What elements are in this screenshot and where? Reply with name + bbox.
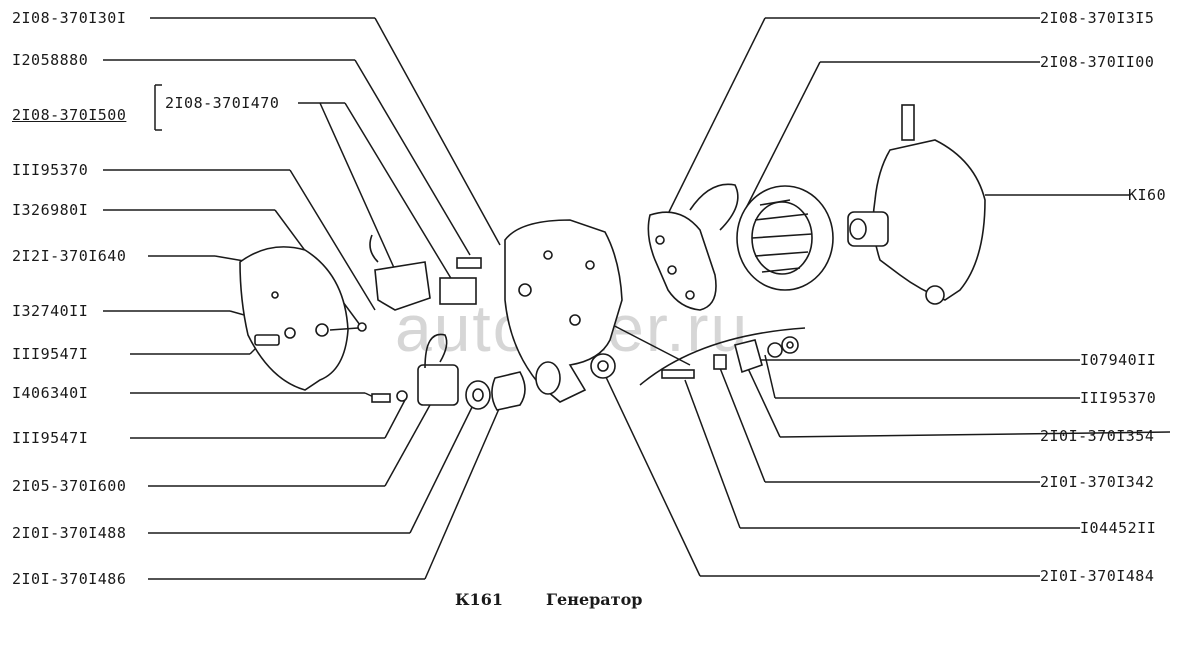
part-label-right: 2I0I-370I342 <box>1040 473 1155 491</box>
part-label-left: 2I2I-370I640 <box>12 247 127 265</box>
part-label-left: III9547I <box>12 429 89 447</box>
part-label-left: I406340I <box>12 384 89 402</box>
figure-id: К161 <box>455 590 503 609</box>
part-label-right: 2I08-370II00 <box>1040 53 1155 71</box>
part-label-right: 2I0I-370I354 <box>1040 427 1155 445</box>
part-label-left: I2058880 <box>12 51 89 69</box>
part-label-left: 2I0I-370I486 <box>12 570 127 588</box>
figure-title: Генератор <box>546 590 643 609</box>
part-label-right: III95370 <box>1080 389 1157 407</box>
part-label-group: 2I08-370I470 <box>165 94 280 112</box>
part-label-left: 2I05-370I600 <box>12 477 127 495</box>
part-label-right: I07940II <box>1080 351 1157 369</box>
part-label-left: III95370 <box>12 161 89 179</box>
part-label-left: I326980I <box>12 201 89 219</box>
part-label-right: 2I08-370I3I5 <box>1040 9 1155 27</box>
group-label: 2I08-370I500 <box>12 106 127 124</box>
part-label-right: KI60 <box>1128 186 1167 204</box>
part-label-left: III9547I <box>12 345 89 363</box>
part-label-left: 2I08-370I30I <box>12 9 127 27</box>
part-label-right: I04452II <box>1080 519 1157 537</box>
part-label-left: I32740II <box>12 302 89 320</box>
part-label-right: 2I0I-370I484 <box>1040 567 1155 585</box>
part-label-left: 2I0I-370I488 <box>12 524 127 542</box>
